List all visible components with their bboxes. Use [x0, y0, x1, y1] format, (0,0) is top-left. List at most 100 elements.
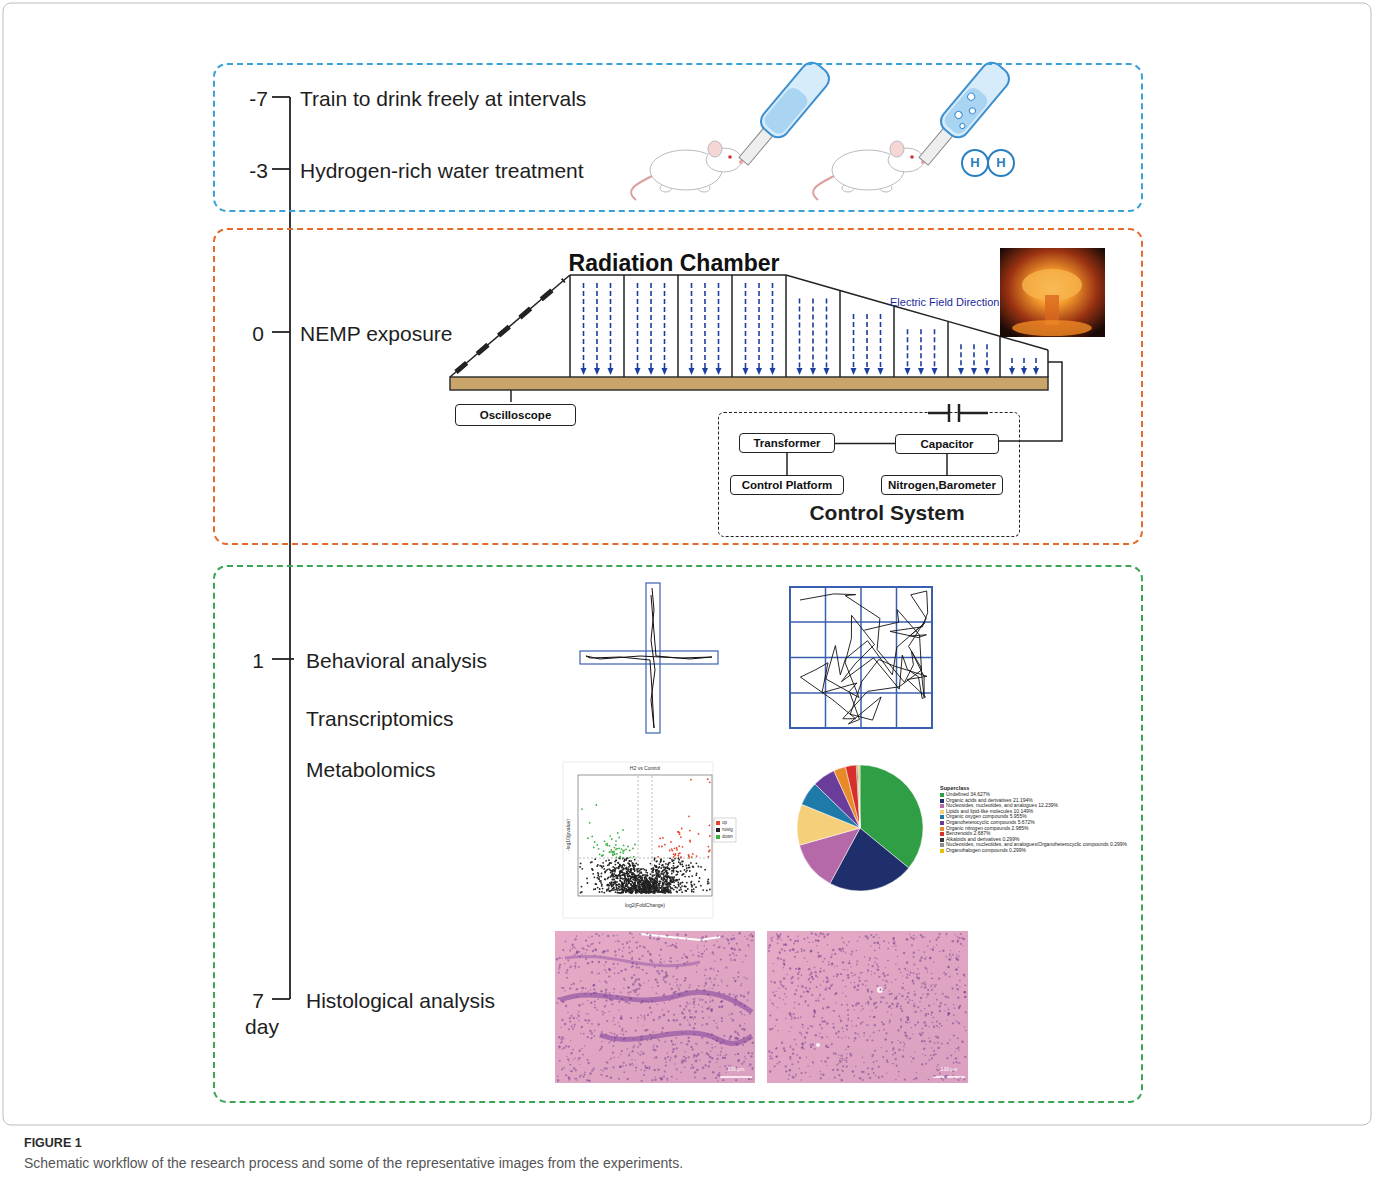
volcano-point [683, 873, 685, 875]
volcano-point [632, 878, 634, 880]
cell-nucleus [655, 1037, 656, 1038]
cell-nucleus [585, 988, 587, 990]
volcano-point [678, 885, 680, 887]
cell-nucleus [641, 969, 642, 970]
cell-nucleus [663, 1075, 665, 1077]
volcano-point [614, 889, 616, 891]
chamber-wall [947, 321, 949, 377]
volcano-point [618, 888, 620, 890]
cell-nucleus [574, 965, 576, 967]
volcano-point [579, 866, 581, 868]
volcano-point [601, 884, 603, 886]
cell-nucleus [613, 1040, 615, 1042]
cell-nucleus [711, 1033, 713, 1035]
volcano-point [669, 857, 671, 859]
volcano-point [619, 864, 621, 866]
cell-nucleus [666, 974, 669, 977]
cell-nucleus [585, 958, 587, 960]
cell-nucleus [725, 967, 727, 969]
mouse [631, 141, 743, 200]
volcano-point [640, 892, 642, 894]
cell-nucleus [590, 994, 592, 996]
volcano-point [658, 870, 660, 872]
cell-nucleus [705, 1001, 707, 1003]
volcano-point [674, 847, 676, 849]
cell-nucleus [729, 1036, 731, 1038]
cell-nucleus [667, 1053, 668, 1054]
cell-nucleus [689, 984, 691, 986]
volcano-point [595, 883, 597, 885]
cell-nucleus [737, 971, 739, 973]
cell-nucleus [639, 984, 642, 987]
volcano-point [662, 837, 664, 839]
volcano-point [673, 856, 675, 858]
volcano-point [622, 883, 624, 885]
volcano-point [619, 872, 621, 874]
volcano-point [690, 862, 692, 864]
timeline-tick [272, 168, 290, 170]
cell-nucleus [620, 1017, 622, 1019]
cell-nucleus [648, 1066, 650, 1068]
field-arrow [960, 344, 962, 369]
volcano-point [606, 843, 608, 845]
volcano-point [611, 889, 613, 891]
cell-nucleus [647, 1014, 649, 1016]
volcano-point [678, 831, 680, 833]
volcano-point [661, 878, 663, 880]
volcano-point [628, 878, 630, 880]
volcano-point [658, 884, 660, 886]
volcano-point [672, 860, 674, 862]
volcano-point [666, 876, 668, 878]
volcano-point [661, 886, 663, 888]
cell-nucleus [706, 1041, 709, 1044]
volcano-point [612, 889, 614, 891]
volcano-point [654, 888, 656, 890]
cell-nucleus [598, 972, 600, 974]
cell-nucleus [695, 1060, 698, 1063]
field-arrowhead [878, 368, 884, 375]
volcano-point [615, 877, 617, 879]
volcano-point [614, 869, 616, 871]
volcano-point [643, 889, 645, 891]
volcano-point [666, 872, 668, 874]
volcano-point [668, 889, 670, 891]
volcano-point [676, 887, 678, 889]
volcano-point [609, 862, 611, 864]
cell-nucleus [672, 944, 674, 946]
volcano-point [676, 891, 678, 893]
volcano-point [633, 886, 635, 888]
cell-nucleus [718, 992, 720, 994]
volcano-point [682, 861, 684, 863]
volcano-point [612, 876, 614, 878]
volcano-point [668, 884, 670, 886]
volcano-point [680, 889, 682, 891]
volcano-point [624, 888, 626, 890]
cell-nucleus [653, 938, 655, 940]
volcano-point [669, 877, 671, 879]
cell-nucleus [601, 1035, 603, 1037]
cell-nucleus [744, 1041, 746, 1043]
cell-nucleus [591, 1070, 593, 1072]
wire [996, 362, 1062, 441]
cell-nucleus [595, 949, 597, 951]
volcano-point [670, 883, 672, 885]
cell-nucleus [601, 1040, 602, 1041]
volcano-point [685, 890, 687, 892]
cell-nucleus [642, 1052, 644, 1054]
volcano-point [638, 874, 640, 876]
cell-nucleus [683, 1060, 686, 1063]
volcano-point [619, 875, 621, 877]
cell-nucleus [628, 1054, 630, 1056]
cell-nucleus [704, 985, 706, 987]
cell-nucleus [608, 975, 610, 977]
volcano-point [665, 874, 667, 876]
cell-nucleus [582, 1003, 584, 1005]
cell-nucleus [565, 941, 567, 943]
cell-nucleus [728, 993, 730, 995]
cell-nucleus [592, 943, 594, 945]
cell-nucleus [602, 951, 604, 953]
cell-nucleus [705, 940, 707, 942]
cell-nucleus [704, 975, 706, 977]
volcano-point [631, 891, 633, 893]
volcano-point [621, 881, 623, 883]
